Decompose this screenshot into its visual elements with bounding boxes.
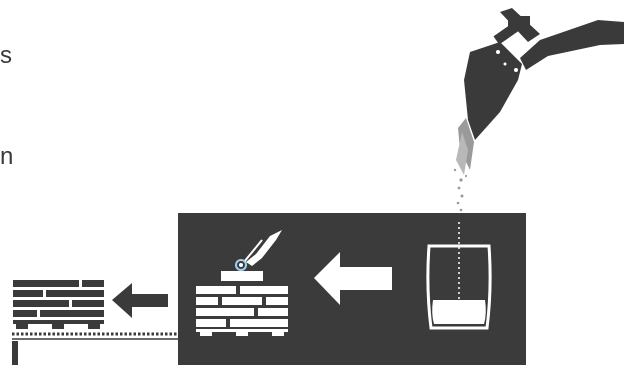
- brick-pallet-icon: [13, 280, 104, 329]
- excavator-bucket-icon: [464, 8, 624, 140]
- falling-material: [454, 118, 474, 217]
- conveyor-belt-icon: [12, 334, 178, 365]
- arrow-left-small-icon: [112, 283, 168, 318]
